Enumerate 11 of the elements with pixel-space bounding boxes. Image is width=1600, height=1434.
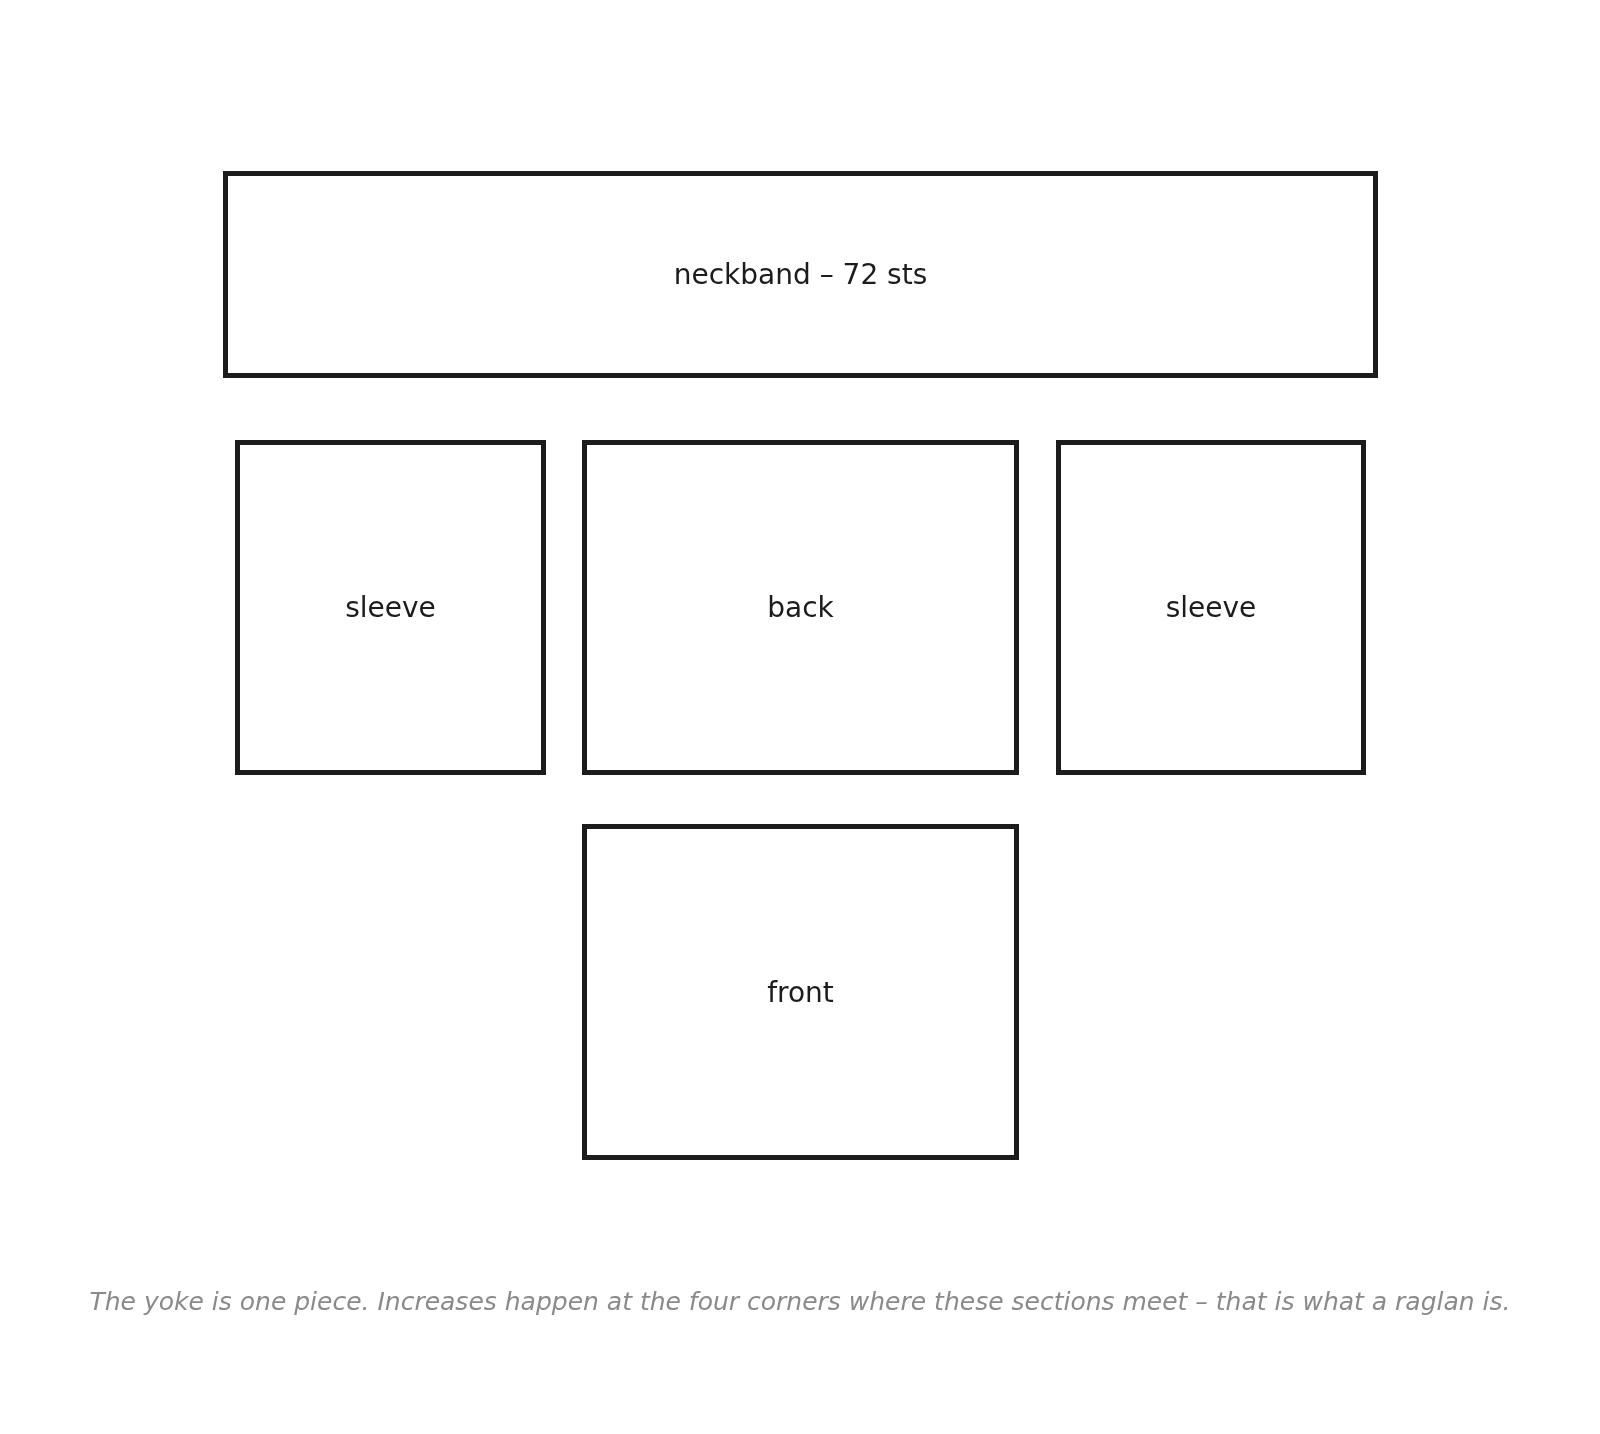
section-box xyxy=(582,440,1019,775)
section-label: back xyxy=(767,591,834,624)
section-label: front xyxy=(767,975,834,1009)
caption: The yoke is one piece. Increases happen at the four corners where these sections meet – that is what a raglan is. xyxy=(88,1287,1512,1316)
section-label: sleeve xyxy=(345,591,436,624)
section-box xyxy=(1056,440,1366,775)
section-label: neckband – 72 sts xyxy=(673,258,928,291)
section-label: sleeve xyxy=(1165,591,1257,624)
section-box xyxy=(223,171,1378,378)
section-box xyxy=(582,824,1019,1160)
section-box xyxy=(235,440,546,775)
